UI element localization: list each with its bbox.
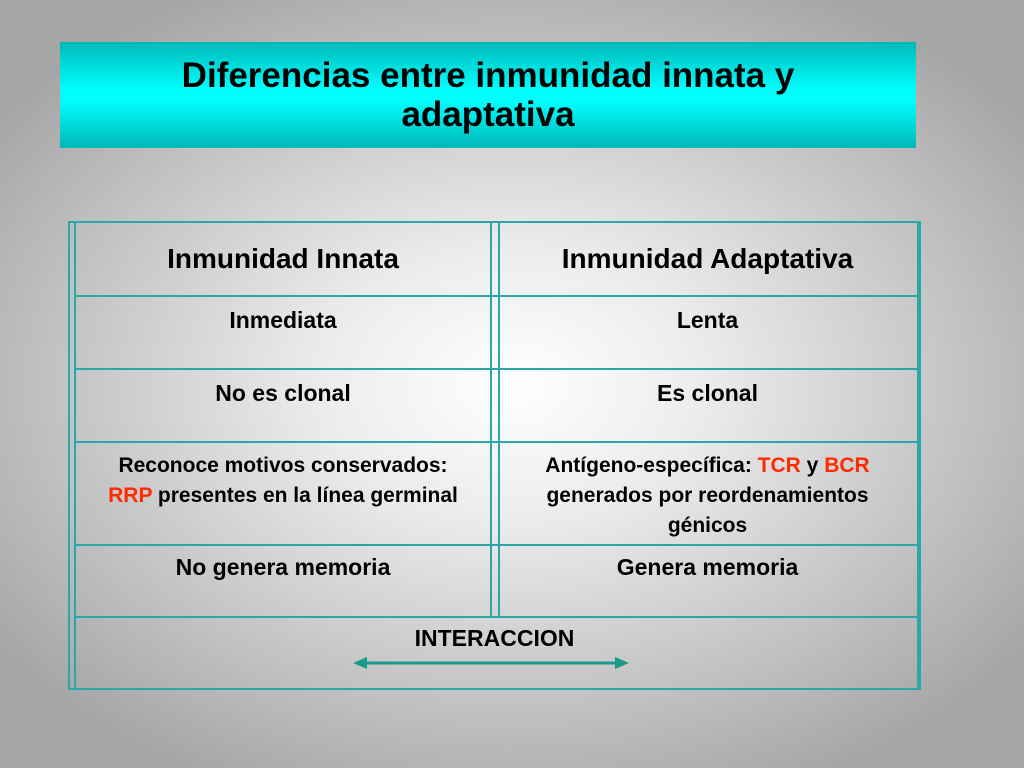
row-divider bbox=[74, 295, 919, 297]
cell-adaptativa-speed: Lenta bbox=[676, 307, 739, 333]
rrp-highlight: RRP bbox=[108, 484, 153, 507]
title-banner: Diferencias entre inmunidad innata y ada… bbox=[60, 42, 916, 148]
cell-innata-speed: Inmediata bbox=[229, 307, 337, 333]
header-adaptativa: Inmunidad Adaptativa bbox=[500, 223, 915, 295]
header-innata-label: Inmunidad Innata bbox=[167, 243, 399, 274]
page-title: Diferencias entre inmunidad innata y ada… bbox=[181, 56, 795, 134]
row-divider bbox=[74, 441, 919, 443]
cell-innata-memory: No genera memoria bbox=[175, 554, 391, 580]
comparison-table: Inmunidad Innata Inmunidad Adaptativa In… bbox=[68, 221, 921, 690]
cell-adaptativa-recognition: Antígeno-específica: TCR y BCR generados… bbox=[530, 443, 885, 544]
column-divider-left bbox=[490, 223, 492, 616]
interaction-label: INTERACCION bbox=[414, 625, 575, 651]
row-divider bbox=[74, 616, 919, 618]
cell-innata-recognition: Reconoce motivos conservados: RRP presen… bbox=[96, 443, 470, 544]
cell-adaptativa-clonal: Es clonal bbox=[657, 380, 758, 406]
recognition-text-part: y bbox=[800, 454, 825, 477]
cell-innata-clonal: No es clonal bbox=[215, 380, 351, 406]
double-arrow-icon bbox=[353, 657, 629, 669]
arrow-head-right bbox=[615, 657, 629, 669]
row-divider bbox=[74, 544, 919, 546]
recognition-text-part: presentes en la línea germinal bbox=[152, 484, 458, 507]
tcr-highlight: TCR bbox=[757, 454, 801, 477]
row-divider bbox=[74, 368, 919, 370]
cell-innata-recognition-text: Reconoce motivos conservados: RRP presen… bbox=[96, 451, 470, 511]
recognition-text-part: generados por reordenamientos génicos bbox=[546, 484, 869, 537]
header-adaptativa-label: Inmunidad Adaptativa bbox=[561, 243, 854, 274]
column-divider-right bbox=[498, 223, 500, 616]
cell-adaptativa-memory: Genera memoria bbox=[616, 554, 799, 580]
bcr-highlight: BCR bbox=[824, 454, 870, 477]
recognition-text-part: Reconoce motivos conservados: bbox=[118, 454, 448, 477]
header-innata: Inmunidad Innata bbox=[76, 223, 490, 295]
arrow-head-left bbox=[353, 657, 367, 669]
recognition-text-part: Antígeno-específica: bbox=[545, 454, 758, 477]
cell-adaptativa-recognition-text: Antígeno-específica: TCR y BCR generados… bbox=[530, 451, 885, 541]
table-inner-frame bbox=[74, 223, 919, 688]
